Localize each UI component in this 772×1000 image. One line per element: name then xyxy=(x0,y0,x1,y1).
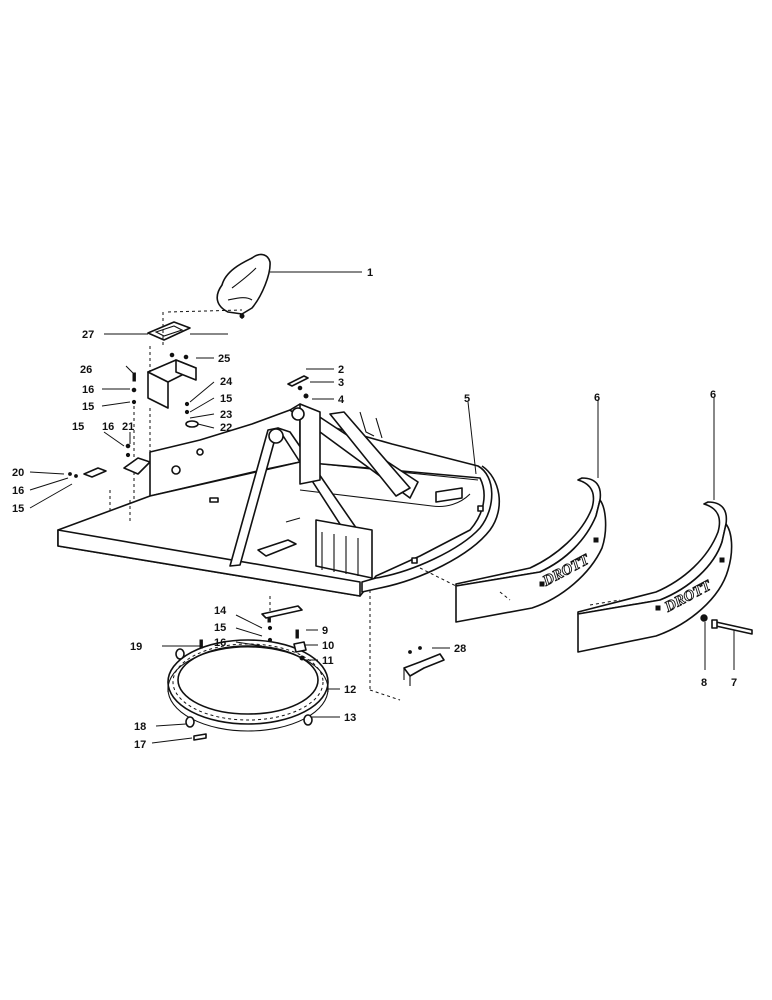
ring-hardware xyxy=(175,613,313,741)
callout-16-side: 16 xyxy=(12,485,24,497)
callout-24: 24 xyxy=(220,376,233,388)
callout-10: 10 xyxy=(322,640,334,652)
callout-5: 5 xyxy=(464,393,470,405)
seat-bracket xyxy=(147,352,197,409)
callout-15-ring: 15 xyxy=(214,622,226,634)
seat-dash xyxy=(167,309,243,322)
callout-25: 25 xyxy=(218,353,230,365)
clip-bracket xyxy=(123,443,151,475)
clip-plate xyxy=(68,467,107,478)
callout-7: 7 xyxy=(731,677,737,689)
callout-12: 12 xyxy=(344,684,356,696)
strip-plate xyxy=(261,605,303,619)
callout-14: 14 xyxy=(214,605,227,617)
callout-11: 11 xyxy=(322,655,334,667)
callout-19: 19 xyxy=(130,641,142,653)
callout-6-rear: 6 xyxy=(710,389,716,401)
leader-lines xyxy=(29,271,735,744)
callout-6-front: 6 xyxy=(594,392,600,404)
callout-28: 28 xyxy=(454,643,466,655)
bolt-and-washer xyxy=(700,614,753,635)
cw-rear-dash xyxy=(589,599,621,606)
callout-13: 13 xyxy=(344,712,356,724)
pin-group xyxy=(287,375,309,399)
bolt-group-left xyxy=(131,372,137,405)
callout-16-seat: 16 xyxy=(82,384,94,396)
callout-16-clip: 16 xyxy=(102,421,114,433)
callout-17: 17 xyxy=(134,739,146,751)
callout-4: 4 xyxy=(338,394,345,406)
callout-2: 2 xyxy=(338,364,344,376)
callout-27: 27 xyxy=(82,329,94,341)
callout-1: 1 xyxy=(367,267,373,279)
callout-26: 26 xyxy=(80,364,92,376)
callout-9: 9 xyxy=(322,625,328,637)
frame-dash xyxy=(369,590,401,701)
bracket-28 xyxy=(403,646,445,686)
callout-21: 21 xyxy=(122,421,134,433)
callout-22: 22 xyxy=(220,422,232,434)
seat xyxy=(216,253,271,319)
callout-23: 23 xyxy=(220,409,232,421)
swing-bearing xyxy=(167,639,329,732)
callout-15-center: 15 xyxy=(220,393,232,405)
cw-front-dash xyxy=(419,567,511,601)
callout-20: 20 xyxy=(12,467,24,479)
callout-15-side: 15 xyxy=(12,503,24,515)
callout-15-seat: 15 xyxy=(82,401,94,413)
callout-18: 18 xyxy=(134,721,146,733)
bolt-group-center xyxy=(184,401,199,428)
callout-15-clip: 15 xyxy=(72,421,84,433)
callout-16-ring: 16 xyxy=(214,637,226,649)
main-frame xyxy=(57,403,500,597)
callout-3: 3 xyxy=(338,377,344,389)
seat-plate xyxy=(147,321,191,341)
callout-8: 8 xyxy=(701,677,707,689)
counterweight-front: DROTT xyxy=(455,477,607,623)
left-dash xyxy=(109,490,131,524)
